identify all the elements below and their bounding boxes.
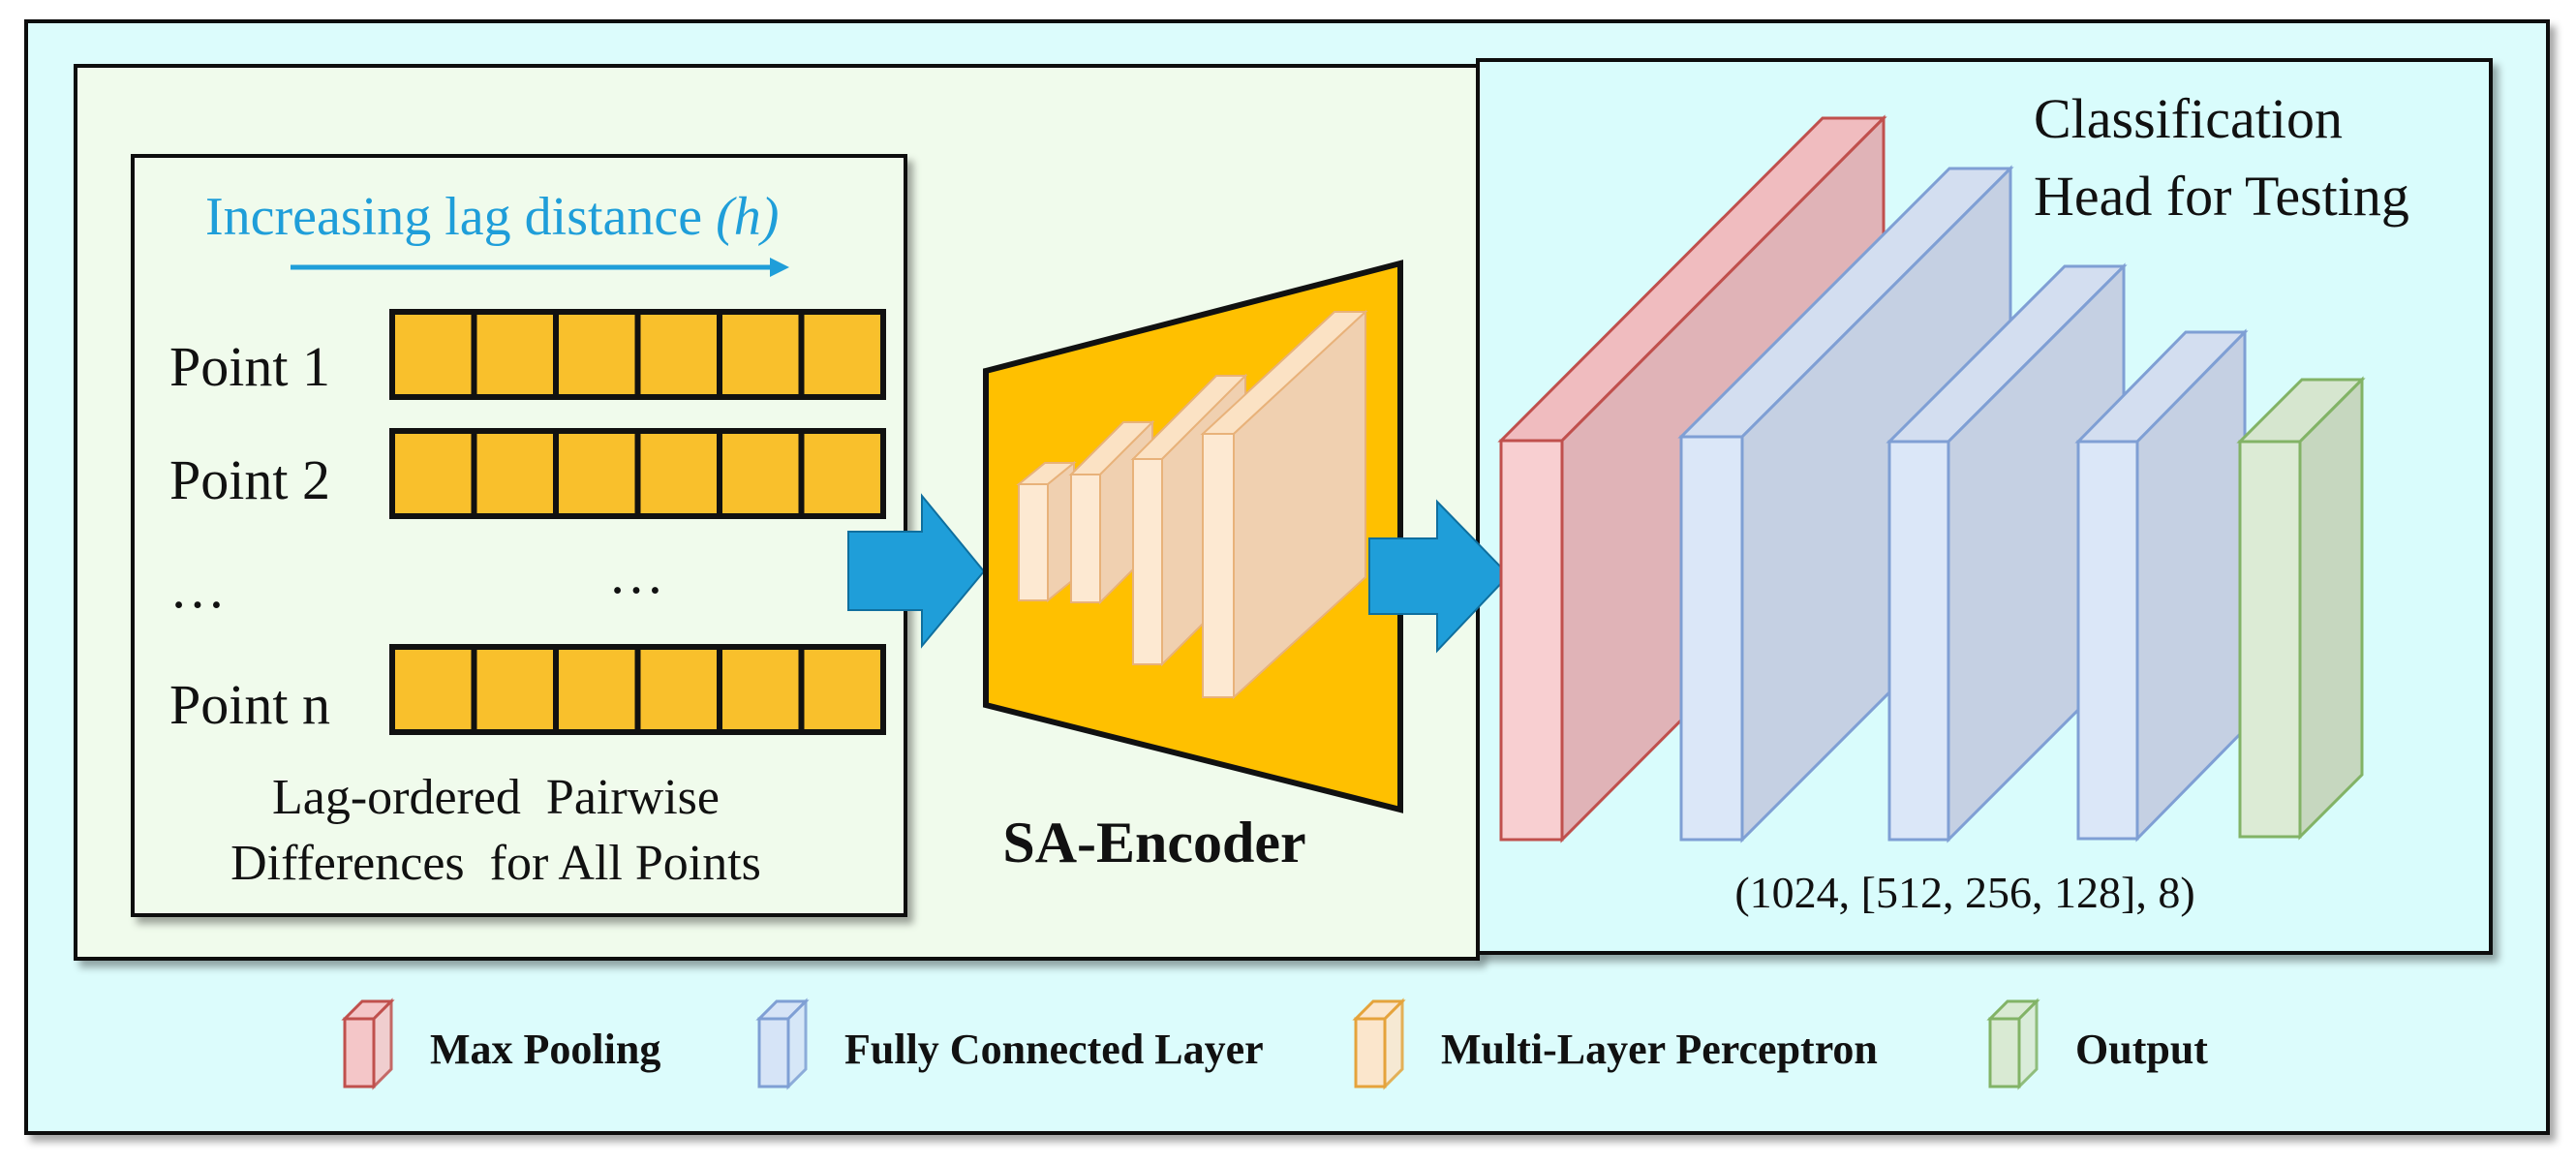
difference-cell [717, 644, 805, 735]
mlp-block-4 [1200, 309, 1368, 700]
head-title-line-2: Head for Testing [2034, 165, 2409, 228]
row-label-point-2: Point 2 [169, 448, 330, 511]
legend-label: Fully Connected Layer [844, 1026, 1264, 1073]
point-1-cells [389, 309, 886, 400]
red-block-icon [341, 997, 395, 1090]
output-layer [2236, 376, 2366, 841]
difference-cell [553, 428, 641, 519]
head-title-line-1: Classification [2034, 87, 2343, 150]
legend-item: Max Pooling [341, 997, 660, 1090]
difference-cell [717, 309, 805, 400]
row-label-point-n: Point n [169, 673, 330, 736]
difference-cell [389, 309, 477, 400]
legend-label: Max Pooling [430, 1026, 660, 1073]
difference-cell [389, 644, 477, 735]
input-caption-line-1: Lag-ordered Pairwise [272, 770, 720, 825]
point-2-cells [389, 428, 886, 519]
legend-item: Output [1986, 997, 2208, 1090]
blue-block-icon [755, 997, 810, 1090]
legend-label: Output [2075, 1026, 2208, 1073]
difference-cell [634, 428, 722, 519]
green-block-icon [1986, 997, 2040, 1090]
legend-label: Multi-Layer Perceptron [1441, 1026, 1878, 1073]
pairwise-differences-box [131, 154, 907, 917]
difference-cell [634, 644, 722, 735]
difference-cell [553, 309, 641, 400]
fc-layer-128 [2074, 328, 2249, 843]
legend-item: Multi-Layer Perceptron [1352, 997, 1878, 1090]
difference-cell [471, 644, 559, 735]
difference-cell [471, 309, 559, 400]
flow-arrow-to-head [1368, 499, 1511, 654]
row-label-point-1: Point 1 [169, 335, 330, 398]
layer-dimensions-label: (1024, [512, 256, 128], 8) [1734, 868, 2194, 917]
difference-cell [471, 428, 559, 519]
difference-cell [389, 428, 477, 519]
mlp-block-1 [1016, 460, 1077, 603]
difference-cell [798, 309, 886, 400]
input-caption-line-2: Differences for All Points [230, 836, 761, 891]
difference-cell [798, 428, 886, 519]
sa-encoder-label: SA-Encoder [1002, 811, 1305, 874]
legend: Max Pooling Fully Connected Layer Multi-La… [341, 997, 2208, 1090]
orange-block-icon [1352, 997, 1406, 1090]
legend-item: Fully Connected Layer [755, 997, 1264, 1090]
difference-cell [553, 644, 641, 735]
ellipsis-left: … [169, 557, 226, 620]
point-n-cells [389, 644, 886, 735]
lag-distance-label: Increasing lag distance (h) [205, 187, 779, 247]
difference-cell [634, 309, 722, 400]
flow-arrow-to-encoder [847, 493, 986, 649]
ellipsis-mid: … [608, 542, 664, 605]
sa-encoder [983, 260, 1403, 813]
difference-cell [798, 644, 886, 735]
difference-cell [717, 428, 805, 519]
lag-direction-arrow [291, 258, 789, 277]
